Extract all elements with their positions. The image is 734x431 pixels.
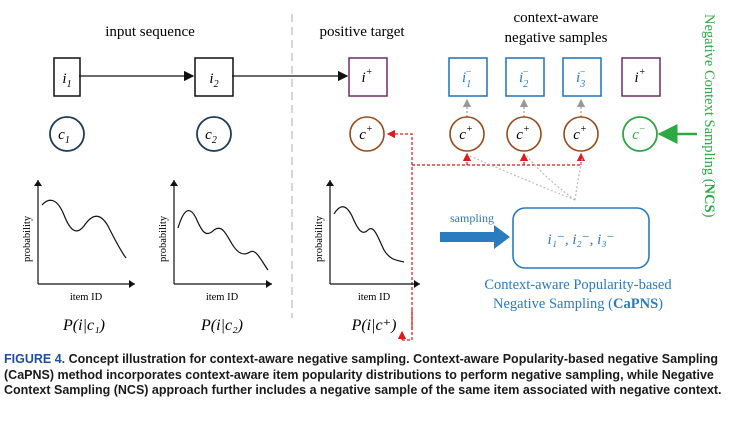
- header-context-aware-line1: context-aware: [514, 10, 599, 26]
- plot1-xlabel: item ID: [70, 292, 103, 303]
- ncs-item-box: [621, 57, 661, 97]
- context-1-label: c1: [58, 127, 70, 146]
- popularity-curve-2: [177, 210, 269, 271]
- formula-positive: P(i|c⁺): [351, 317, 397, 334]
- item-2-label: i2: [209, 71, 218, 90]
- item-box-positive: [348, 57, 388, 97]
- header-input-sequence: input sequence: [105, 24, 195, 40]
- neg-context-2-label: c+: [516, 124, 529, 143]
- neg-context-circle-1: [449, 116, 485, 152]
- red-arrow-pos-context: [386, 129, 413, 165]
- red-arrow-formula-loop: [402, 312, 413, 341]
- negative-context-label: c−: [632, 124, 645, 143]
- neg-context-circle-3: [563, 116, 599, 152]
- plot3-xlabel: item ID: [358, 292, 391, 303]
- header-positive-target: positive target: [319, 24, 405, 40]
- negative-context-circle: [622, 116, 658, 152]
- caption-text: Concept illustration for context-aware n…: [4, 352, 722, 397]
- sampling-label: sampling: [450, 211, 494, 225]
- formula-2: P(i|c₂): [200, 317, 243, 334]
- popularity-plot-positive: probability item ID: [314, 180, 420, 303]
- neg-item-box-3: [562, 57, 602, 97]
- ncs-item-label: i+: [635, 67, 646, 86]
- neg-item-3-label: i3−: [576, 67, 586, 90]
- plot1-ylabel: probability: [22, 215, 33, 262]
- context-circle-1: [49, 116, 85, 152]
- plot3-ylabel: probability: [314, 215, 325, 262]
- sampled-set-text: i₁⁻, i₂⁻, i₃⁻: [548, 232, 615, 248]
- item-1-label: i1: [62, 71, 71, 90]
- sampled-set-box: [512, 207, 650, 269]
- item-box-1: [53, 57, 81, 97]
- concept-figure: input sequence positive target context-a…: [22, 10, 717, 341]
- gray-flow-3: [574, 155, 584, 201]
- neg-item-1-label: i1−: [462, 67, 472, 90]
- sampling-arrow: [440, 225, 510, 249]
- caption-label: FIGURE 4.: [4, 352, 66, 366]
- neg-context-circle-2: [506, 116, 542, 152]
- neg-item-box-2: [505, 57, 545, 97]
- popularity-curve-positive: [333, 206, 405, 263]
- plot2-xlabel: item ID: [206, 292, 239, 303]
- neg-context-3-label: c+: [573, 124, 586, 143]
- header-context-aware-line2: negative samples: [505, 30, 608, 46]
- ncs-side-label: Negative Context Sampling (NCS): [701, 14, 717, 218]
- item-positive-label: i+: [362, 67, 373, 86]
- capns-label-line1: Context-aware Popularity-based: [484, 277, 672, 293]
- neg-item-box-1: [448, 57, 488, 97]
- figure-caption: FIGURE 4. Concept illustration for conte…: [4, 352, 728, 399]
- popularity-plot-1: probability item ID: [22, 180, 135, 303]
- gray-flow-2: [526, 155, 576, 201]
- context-circle-positive: [349, 116, 385, 152]
- popularity-plot-2: probability item ID: [158, 180, 272, 303]
- popularity-curve-1: [41, 199, 127, 259]
- context-positive-label: c+: [359, 124, 372, 143]
- formula-1: P(i|c₁): [62, 317, 105, 334]
- context-circle-2: [196, 116, 232, 152]
- item-box-2: [194, 57, 234, 97]
- capns-label-line2: Negative Sampling (CaPNS): [493, 296, 663, 312]
- plot2-ylabel: probability: [158, 215, 169, 262]
- neg-context-1-label: c+: [459, 124, 472, 143]
- neg-item-2-label: i2−: [519, 67, 529, 90]
- context-2-label: c2: [205, 127, 217, 146]
- gray-flow-1: [469, 155, 576, 201]
